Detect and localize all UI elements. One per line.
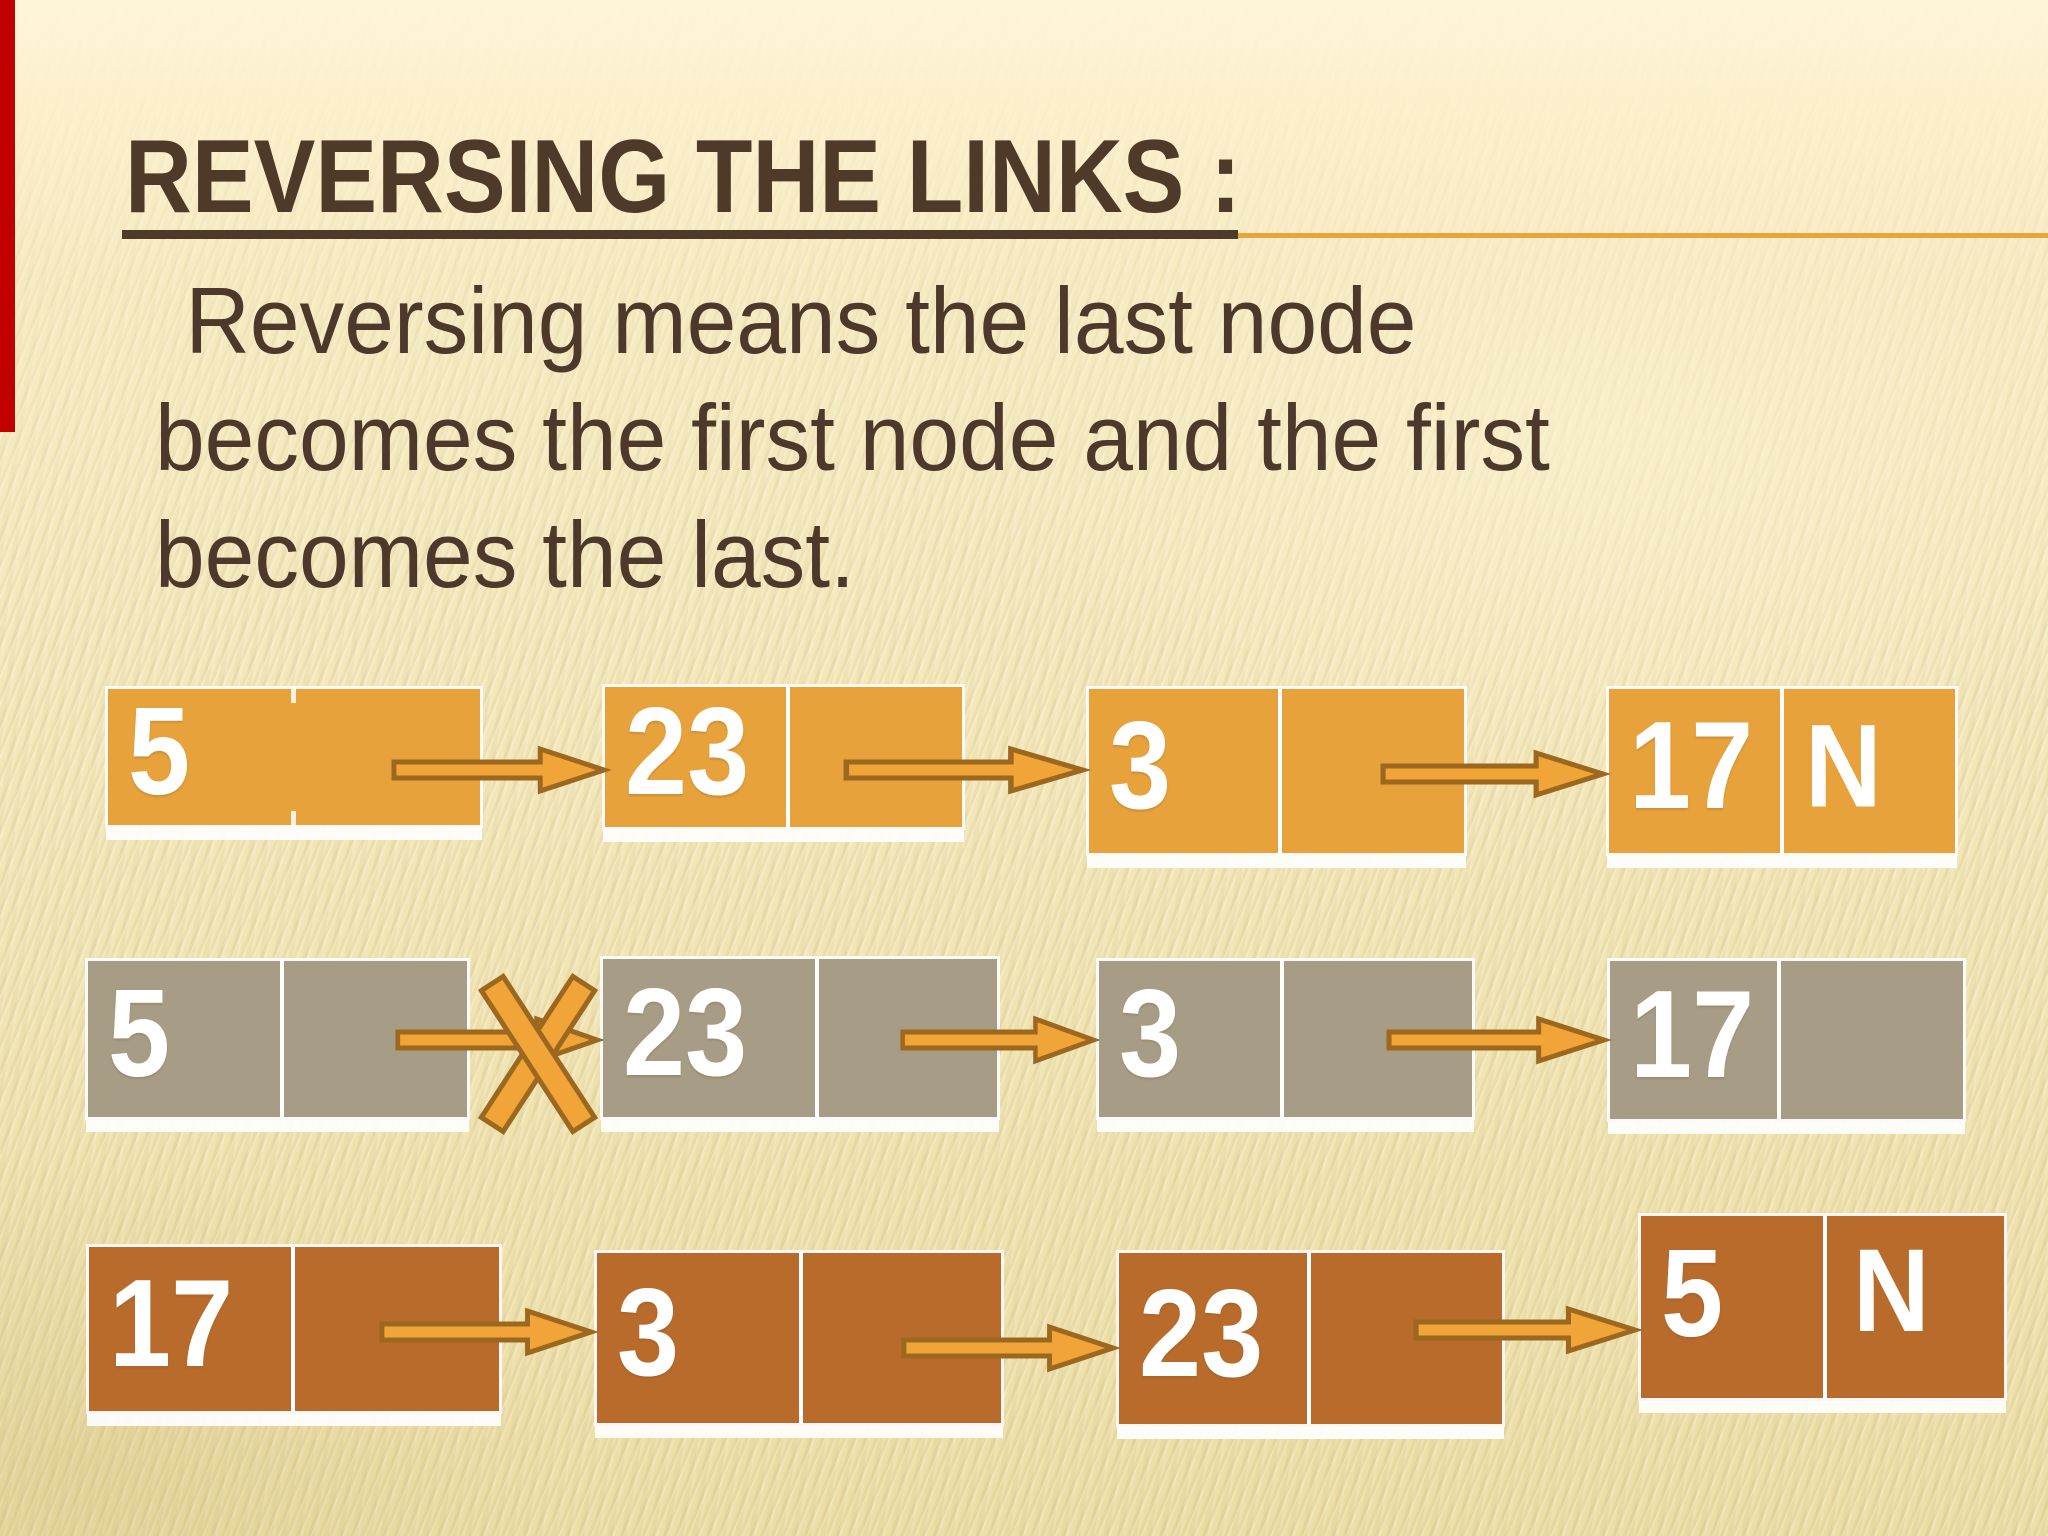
node-box: 5 N [1638, 1213, 2007, 1401]
node-value: 5 [1661, 1225, 1724, 1363]
link-arrow [900, 1015, 1101, 1065]
node-value: 5 [128, 683, 191, 822]
node-divider [1777, 961, 1781, 1119]
body-line: becomes the last. [155, 502, 855, 607]
node-divider-tick [291, 811, 296, 825]
link-arrow [1386, 1015, 1613, 1065]
slide-title: REVERSING THE LINKS : [125, 119, 1241, 235]
node-value: 23 [1139, 1264, 1264, 1403]
slide-body: Reversing means the last node becomes th… [155, 262, 1550, 613]
link-arrow [843, 745, 1092, 795]
red-edge-bar [0, 0, 15, 432]
node-divider [786, 687, 790, 827]
node-box: 3 [1096, 958, 1475, 1120]
node-box: 17 N [1606, 686, 1958, 856]
node-value: 23 [623, 964, 748, 1103]
link-arrow [1380, 749, 1612, 799]
body-line: Reversing means the last node [185, 268, 1417, 373]
node-divider [1278, 689, 1282, 853]
node-next-value: N [1805, 700, 1882, 833]
node-box: 23 [602, 684, 965, 830]
link-arrow [901, 1323, 1122, 1373]
node-box: 5 [105, 686, 483, 828]
broken-link-x-icon [477, 973, 599, 1135]
node-box: 3 [594, 1250, 1004, 1426]
link-arrow [1413, 1305, 1644, 1355]
node-divider [815, 959, 819, 1117]
node-box: 23 [600, 956, 1000, 1120]
node-next-value: N [1853, 1225, 1930, 1357]
node-divider [280, 961, 284, 1117]
link-arrow [379, 1307, 600, 1357]
node-divider [1280, 961, 1284, 1117]
node-value: 17 [109, 1255, 234, 1394]
node-value: 23 [625, 683, 750, 822]
body-line: becomes the first node and the first [155, 385, 1550, 490]
node-divider [291, 1247, 295, 1411]
node-value: 17 [1630, 966, 1755, 1105]
node-divider-tick [291, 689, 296, 703]
link-arrow [391, 745, 613, 795]
node-divider [1307, 1253, 1311, 1424]
title-underline [122, 230, 1238, 239]
node-value: 3 [617, 1264, 680, 1403]
node-value: 17 [1629, 697, 1754, 836]
node-divider [1780, 689, 1784, 853]
node-value: 5 [108, 965, 171, 1104]
node-value: 3 [1119, 965, 1182, 1104]
accent-line [1238, 233, 2048, 238]
node-box: 17 [1607, 958, 1966, 1122]
node-box: 5 [85, 958, 470, 1120]
node-divider [1823, 1216, 1827, 1398]
node-value: 3 [1109, 697, 1172, 836]
node-divider [799, 1253, 803, 1423]
